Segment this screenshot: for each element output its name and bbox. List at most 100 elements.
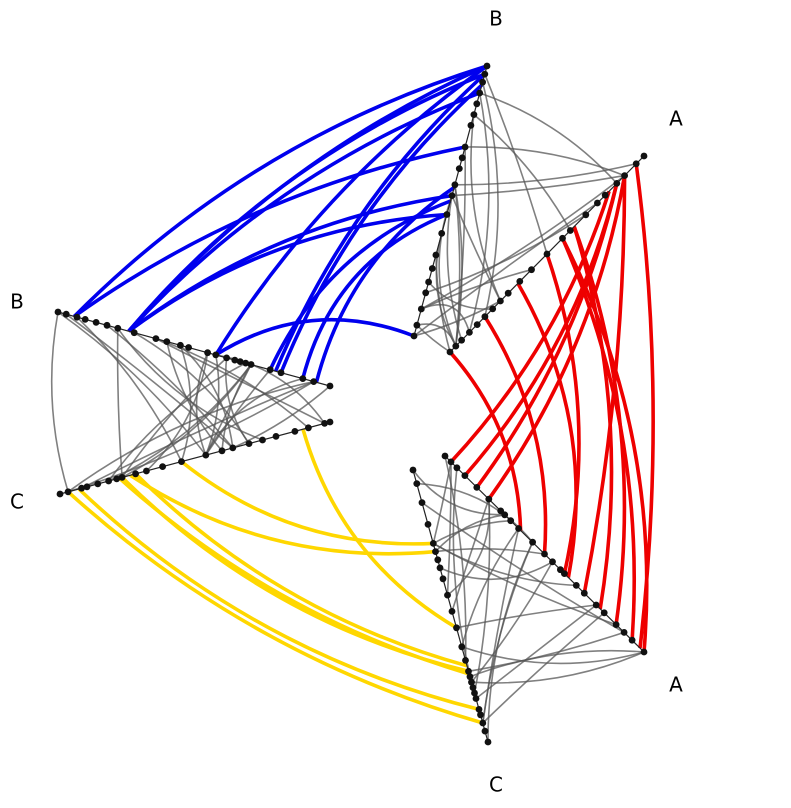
internal-edge (215, 354, 326, 424)
gold-edge (301, 428, 458, 630)
internal-edge (470, 114, 502, 302)
node-ta (452, 342, 460, 350)
node-tb (438, 230, 446, 237)
gold-edge (77, 487, 480, 712)
internal-edge (444, 455, 467, 661)
node-lc (202, 451, 210, 459)
gold-edge (180, 460, 434, 546)
axis-line-lb (57, 311, 331, 387)
node-ta (632, 160, 640, 168)
internal-edge (155, 337, 325, 425)
internal-edge (420, 268, 532, 310)
internal-edge (432, 542, 617, 626)
node-ta (528, 266, 535, 274)
node-tb (461, 143, 469, 151)
axes (57, 65, 645, 743)
node-bc (481, 727, 489, 735)
internal-edge (481, 82, 499, 317)
node-lc (132, 470, 140, 478)
blue-edge (301, 212, 448, 380)
blue-edge (127, 193, 453, 333)
node-ba (541, 550, 548, 558)
red-edge (448, 350, 523, 531)
node-lb (114, 324, 122, 332)
blue-edge (127, 72, 486, 333)
internal-edge (107, 362, 247, 482)
node-ba (640, 648, 648, 656)
node-lb (231, 356, 239, 364)
internal-edge (221, 364, 252, 451)
node-lc (113, 475, 121, 483)
node-bc (471, 689, 478, 697)
internal-edge (432, 519, 511, 545)
node-tb (432, 251, 440, 259)
internal-edge (451, 195, 502, 302)
node-lb (130, 329, 138, 337)
internal-edge (451, 498, 490, 612)
node-lc (118, 474, 126, 481)
node-ta (516, 278, 524, 285)
internal-edge (482, 528, 520, 724)
node-ba (515, 525, 522, 532)
node-lb (299, 375, 307, 382)
axis-label-right-top-a: A (669, 107, 683, 131)
gold-edge (118, 476, 470, 676)
gold-edge (66, 490, 484, 725)
node-lb (242, 359, 250, 367)
node-lb (204, 349, 212, 357)
node-bc (436, 564, 444, 572)
node-ba (572, 582, 580, 589)
internal-edge (435, 254, 451, 353)
node-tb (410, 332, 418, 340)
node-ba (473, 484, 481, 491)
node-lb (177, 341, 184, 349)
internal-edge (461, 646, 645, 665)
axis-label-left-bottom: C (10, 490, 24, 514)
internal-edge (413, 202, 598, 337)
axis-label-right-bottom-c: C (489, 773, 503, 797)
internal-edge (57, 311, 207, 456)
node-tb (417, 305, 425, 313)
node-lb (163, 338, 171, 345)
internal-edge (81, 380, 315, 489)
node-ta (497, 297, 504, 305)
node-lc (259, 436, 266, 444)
internal-edge (468, 631, 625, 673)
node-ba (580, 589, 588, 597)
internal-edge (179, 344, 234, 449)
node-ta (582, 211, 590, 219)
node-bc (418, 499, 426, 506)
node-lb (92, 319, 100, 326)
internal-edge (205, 369, 271, 456)
red-edge (572, 225, 627, 625)
node-lc (229, 444, 237, 452)
node-bc (465, 667, 472, 675)
internal-edge (469, 649, 645, 678)
node-ta (466, 329, 473, 336)
node-bc (477, 711, 484, 719)
node-tb (479, 78, 486, 86)
internal-edge (412, 469, 505, 516)
internal-edge (416, 323, 457, 347)
node-ta (613, 180, 621, 187)
node-ba (592, 601, 600, 609)
node-lc (64, 488, 72, 496)
gold-edge (129, 473, 436, 556)
internal-edge (420, 174, 626, 310)
red-edge (634, 163, 655, 649)
internal-edge (416, 324, 451, 353)
internal-edge (108, 364, 252, 482)
node-lc (56, 490, 64, 498)
node-tb (413, 321, 421, 329)
node-ba (501, 511, 509, 519)
node-tb (467, 122, 475, 129)
gold-edges (66, 428, 484, 725)
node-ba (453, 464, 461, 472)
internal-edge (421, 501, 625, 634)
node-ba (485, 495, 493, 503)
axis-label-right-bottom-a: A (669, 673, 683, 697)
red-edge (449, 190, 611, 464)
internal-edge (117, 327, 263, 441)
node-tb (428, 265, 436, 272)
node-bc (466, 673, 474, 681)
